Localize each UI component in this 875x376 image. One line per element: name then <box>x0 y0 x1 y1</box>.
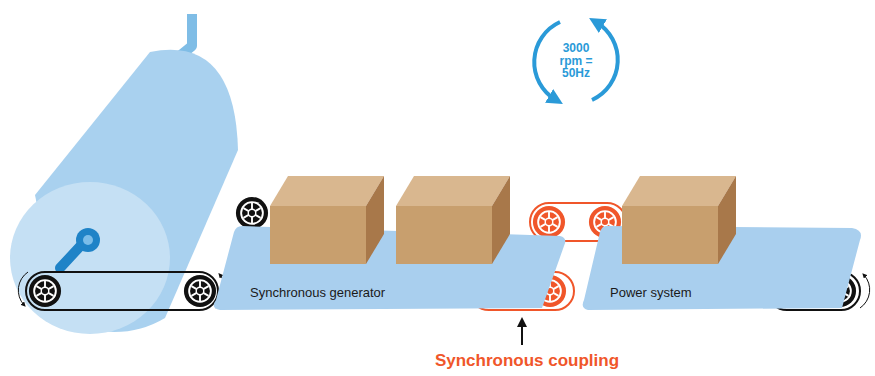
rotation-arrow <box>592 22 618 100</box>
conveyor-band: Power system <box>584 160 864 310</box>
package-box <box>366 176 384 264</box>
turbine-hub <box>76 228 100 252</box>
wheel <box>184 275 216 307</box>
rotation-arrow <box>18 272 28 305</box>
package-box <box>396 206 492 264</box>
wheel <box>29 275 61 307</box>
belt-loop <box>26 272 218 310</box>
rotation-arrow <box>534 22 560 100</box>
turbine-face <box>10 182 170 334</box>
coupling-wheel <box>533 206 565 238</box>
package-box <box>718 176 736 264</box>
package-box <box>270 176 384 206</box>
band-label: Synchronous generator <box>250 285 385 300</box>
pointer-arrow <box>521 322 523 345</box>
conveyor-band: Synchronous generator <box>214 160 566 310</box>
band-surface <box>214 226 566 310</box>
callout-label: Synchronous coupling <box>435 351 619 371</box>
package-box <box>622 206 718 264</box>
hub-ring <box>83 235 93 245</box>
rotation-speed: 3000 rpm = 50Hz <box>559 42 593 80</box>
package-box <box>270 206 366 264</box>
band-label: Power system <box>610 285 692 300</box>
package-box <box>396 176 510 206</box>
wheel <box>236 197 268 229</box>
package-box <box>622 176 736 206</box>
package-box <box>492 176 510 264</box>
rotation-arrow <box>860 275 870 308</box>
